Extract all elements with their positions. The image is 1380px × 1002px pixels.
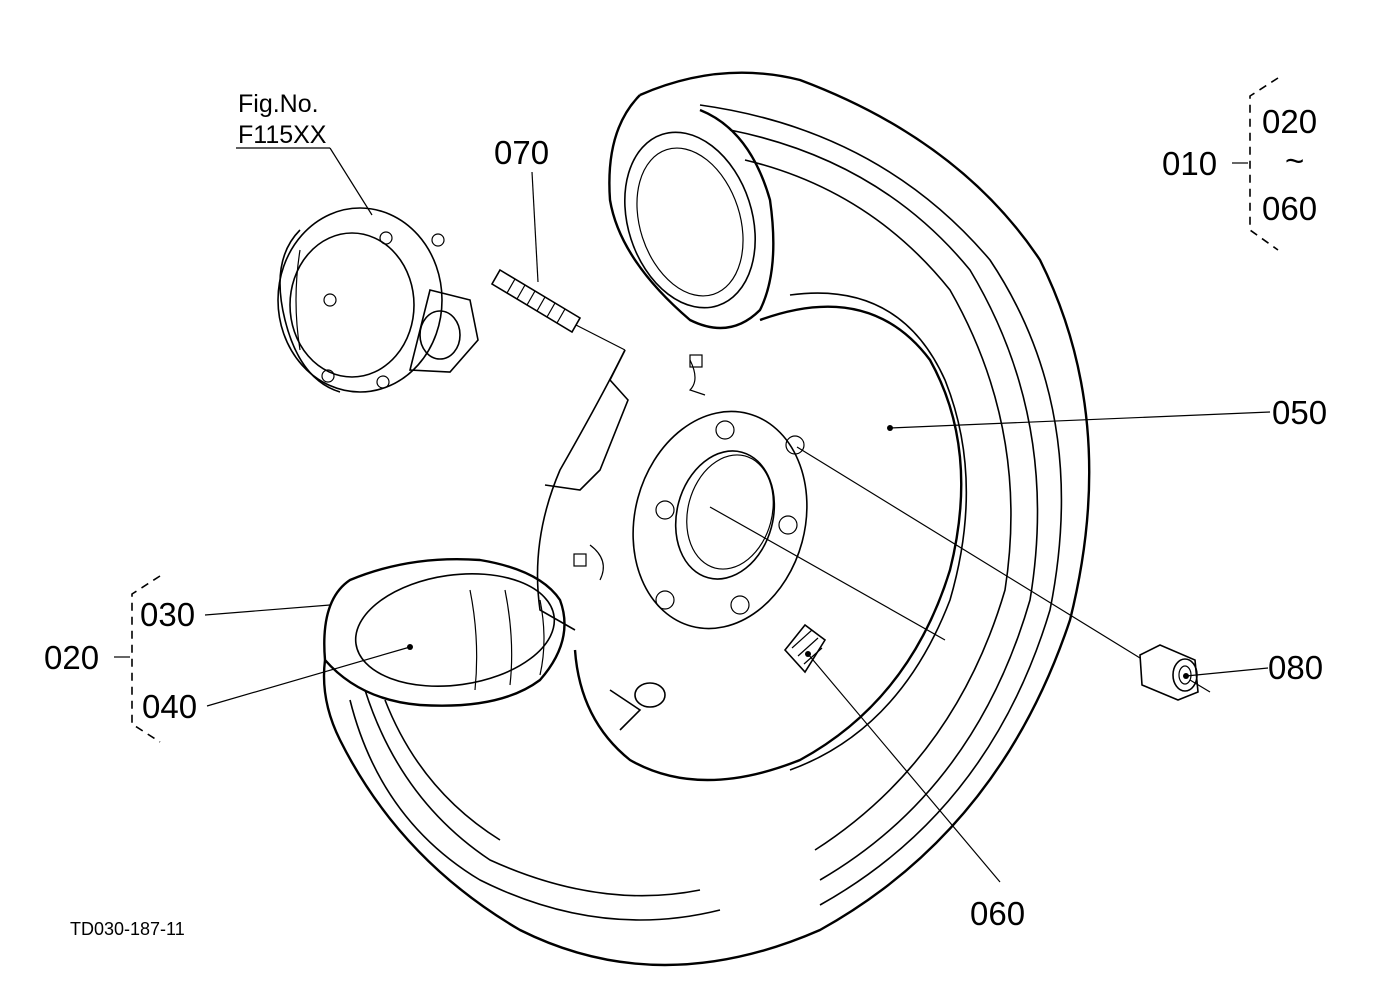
stud-bolt-070 — [490, 268, 626, 351]
callout-040: 040 — [142, 688, 197, 725]
callout-050: 050 — [1272, 394, 1327, 431]
wheel-rim-050 — [536, 292, 968, 782]
leader-fig-ref — [329, 147, 373, 216]
fig-ref-line2: F115XX — [238, 121, 327, 149]
bracket-010 — [1249, 77, 1279, 251]
callout-030: 030 — [140, 596, 195, 633]
callout-060-bottom: 060 — [970, 895, 1025, 932]
leader-040-dot — [407, 644, 413, 650]
leader-080-dot — [1183, 673, 1189, 679]
callout-080: 080 — [1268, 649, 1323, 686]
bracket-020 — [131, 575, 161, 743]
leader-lug-axis — [796, 446, 1141, 659]
range-tilde: ~ — [1285, 142, 1304, 179]
nut-080 — [1139, 644, 1211, 701]
tire — [322, 71, 1091, 967]
callout-020-left: 020 — [44, 639, 99, 676]
leader-030 — [204, 604, 331, 616]
hub-assembly — [277, 207, 479, 393]
leader-040 — [206, 646, 411, 707]
callout-070: 070 — [494, 134, 549, 171]
leader-070 — [531, 171, 539, 283]
leader-060-dot — [805, 651, 811, 657]
leader-center-axis — [709, 506, 946, 641]
leader-050 — [889, 411, 1271, 429]
callout-020-top: 020 — [1262, 103, 1317, 140]
drawing-code: TD030-187-11 — [70, 919, 185, 939]
fig-ref-line1: Fig.No. — [238, 90, 319, 118]
callout-060-top: 060 — [1262, 190, 1317, 227]
leader-080 — [1185, 667, 1269, 677]
callout-010: 010 — [1162, 145, 1217, 182]
valve-060 — [609, 623, 827, 731]
leader-050-dot — [887, 425, 893, 431]
leader-060-bottom — [807, 653, 1001, 883]
